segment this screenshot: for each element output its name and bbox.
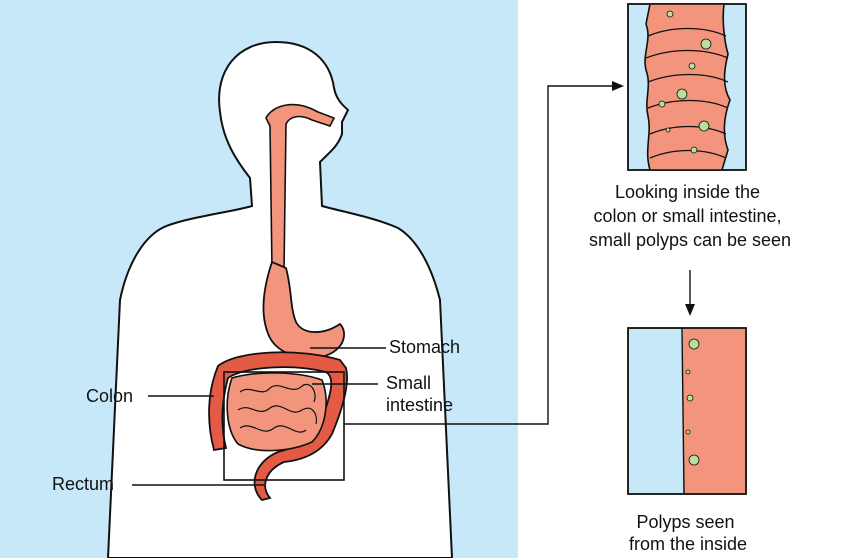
- stomach-label: Stomach: [389, 337, 460, 357]
- small-intestine-label-line-1: Small: [386, 373, 431, 393]
- rectum-label: Rectum: [52, 474, 114, 494]
- cross-section-caption-line-2: from the inside: [629, 534, 747, 554]
- colon-label: Colon: [86, 386, 133, 406]
- down-arrow-icon: [685, 304, 695, 316]
- inside-colon-view: [628, 4, 746, 170]
- inside-view-caption-line-2: colon or small intestine,: [593, 206, 781, 226]
- cross-section-view: [628, 328, 746, 494]
- inside-view-caption: Looking inside the colon or small intest…: [589, 182, 791, 250]
- inside-view-caption-line-3: small polyps can be seen: [589, 230, 791, 250]
- cross-section-caption: Polyps seen from the inside: [629, 512, 747, 554]
- cross-section-caption-line-1: Polyps seen: [636, 512, 734, 532]
- inside-view-caption-line-1: Looking inside the: [615, 182, 760, 202]
- connector-arrowhead: [612, 81, 624, 91]
- small-intestine: [227, 373, 326, 451]
- small-intestine-label-line-2: intestine: [386, 395, 453, 415]
